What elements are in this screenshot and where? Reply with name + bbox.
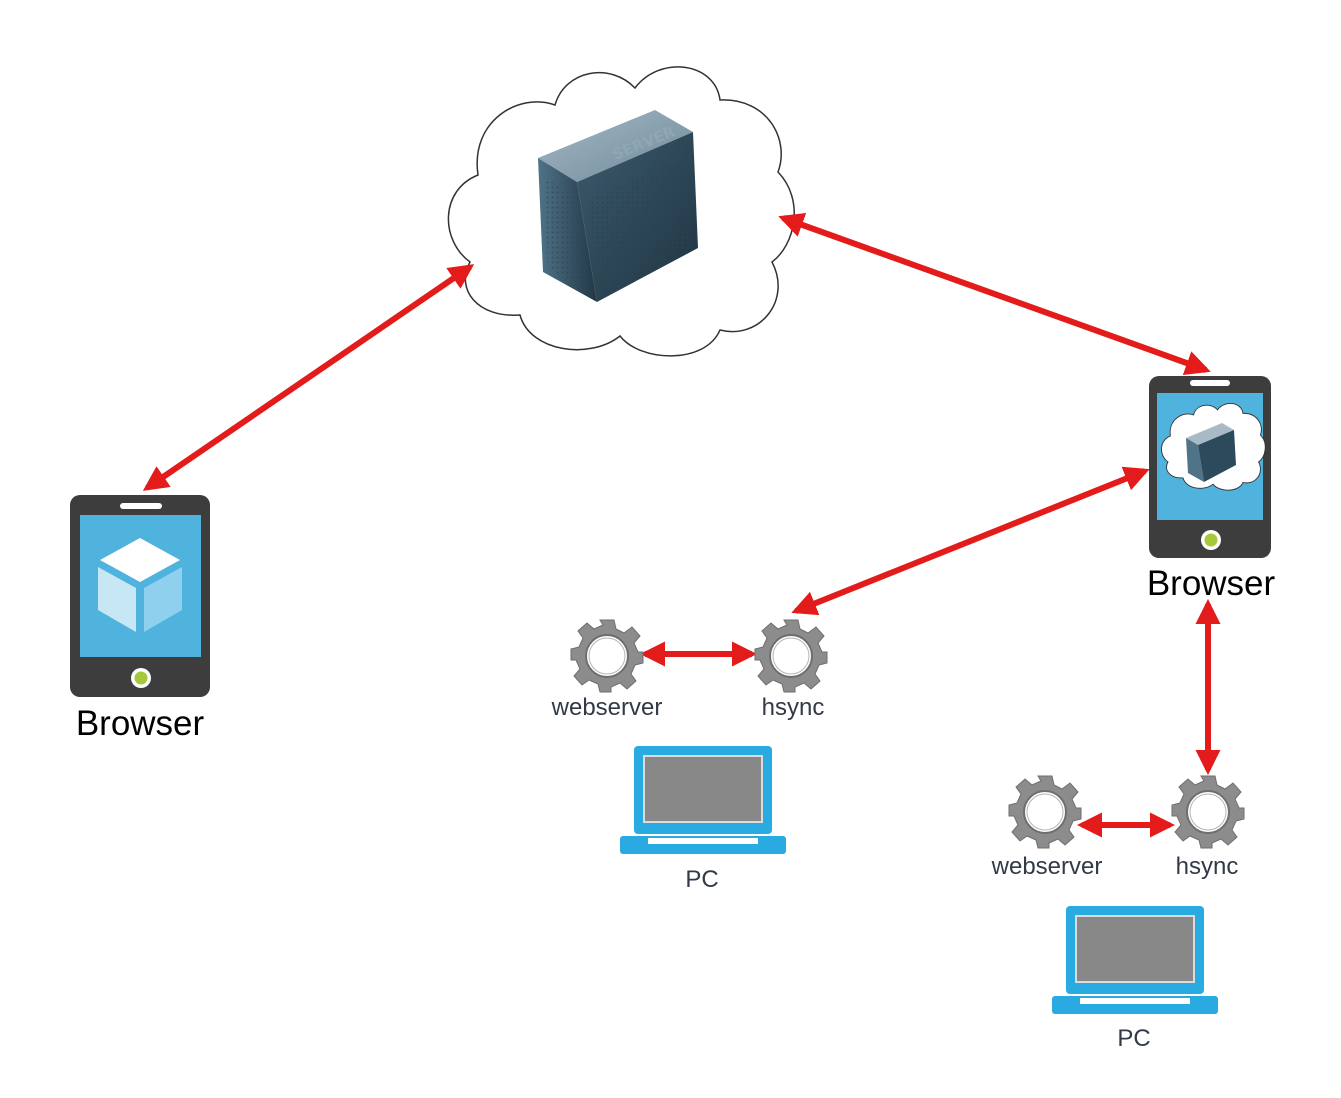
gear-icon <box>1171 775 1245 849</box>
connection-arrows <box>142 212 1221 838</box>
mid-pc-label: PC <box>685 866 719 893</box>
bottom-hsync-label: hsync <box>1175 853 1239 880</box>
laptop-icon <box>1051 905 1219 1015</box>
arrow-cloud-to-right-phone <box>778 212 1211 376</box>
right-phone-label: Browser <box>1146 564 1276 603</box>
bottom-webserver-label: webserver <box>991 853 1103 880</box>
cube-icon <box>98 538 182 632</box>
mid-webserver-label: webserver <box>551 694 663 721</box>
left-phone-icon <box>70 495 210 697</box>
mid-hsync-label: hsync <box>761 694 825 721</box>
laptop-icon <box>619 745 787 855</box>
server-icon <box>1186 423 1236 482</box>
left-phone-label: Browser <box>75 704 205 743</box>
right-phone-icon <box>1149 376 1271 558</box>
gear-icon <box>754 619 828 693</box>
gear-icon <box>570 619 644 693</box>
gear-icon <box>1008 775 1082 849</box>
arrow-left-phone-to-cloud <box>142 264 475 491</box>
server-icon: SERVER <box>538 110 698 302</box>
arrow-right-phone-to-hsync <box>791 466 1150 616</box>
bottom-pc-label: PC <box>1117 1025 1151 1052</box>
